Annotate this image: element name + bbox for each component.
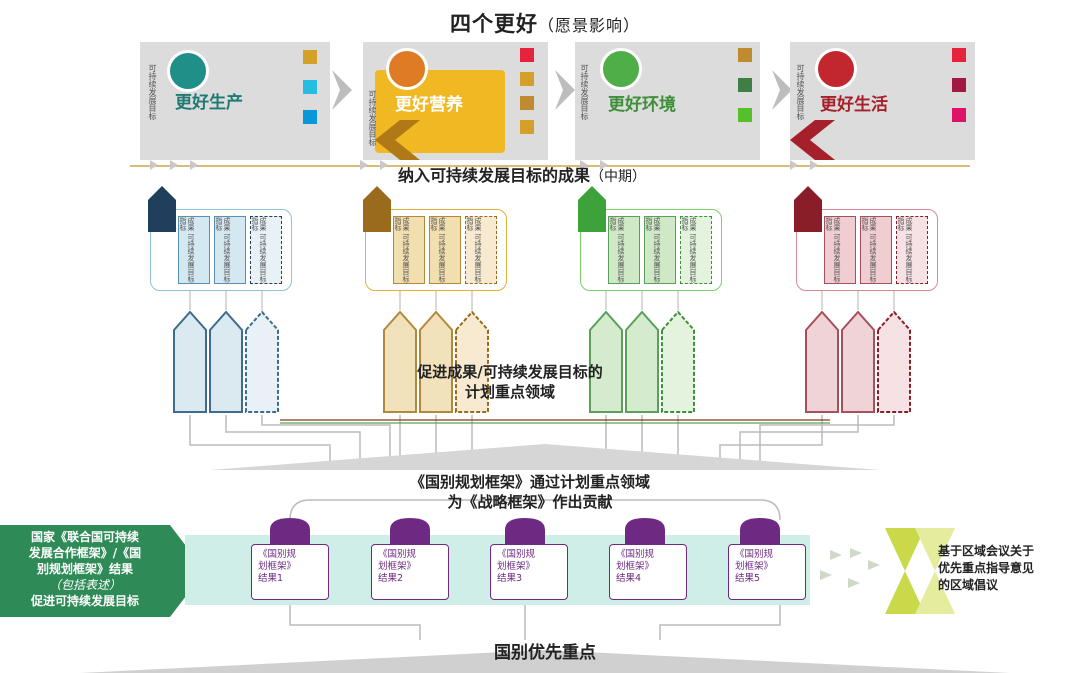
sdg-14-icon [303, 110, 317, 124]
sdg-13-icon [738, 78, 752, 92]
cpf-outcome-card-1: 《国别规 划框架》 结果1 [251, 544, 329, 600]
sdg-2-icon [303, 50, 317, 64]
cpf-outcome-line1: 《国别规 [497, 549, 536, 560]
outcome-tile-dashed: 成果 可持续发展目标指标 [680, 216, 712, 284]
unsdcf-line2: 发展合作框架》/《国 [28, 546, 142, 560]
sdg-2b-icon [520, 120, 534, 134]
outcome-tile-text: 成果 可持续发展目标指标 [897, 217, 913, 283]
outcome-tile: 成果 可持续发展目标指标 [429, 216, 461, 284]
regional-line3: 的区域倡议 [938, 578, 999, 592]
outcome-tile: 成果 可持续发展目标指标 [393, 216, 425, 284]
cpf-outcome-card-4: 《国别规 划框架》 结果4 [609, 544, 687, 600]
cpf-outcome-card-5: 《国别规 划框架》 结果5 [728, 544, 806, 600]
outcome-tile: 成果 可持续发展目标指标 [178, 216, 210, 284]
cpf-outcome-line2: 划框架》 [735, 561, 774, 572]
environment-sdg-circle-icon [600, 48, 642, 90]
cpf-line2: 为《战略框架》作出贡献 [447, 493, 613, 511]
pillar-name-production: 更好生产 [175, 93, 243, 113]
unsdcf-line1: 国家《联合国可持续 [30, 530, 139, 544]
outcome-tile-dashed: 成果 可持续发展目标指标 [465, 216, 497, 284]
outcome-tile: 成果 可持续发展目标指标 [608, 216, 640, 284]
outcomes-title-sub: （中期） [590, 169, 647, 185]
production-sdg-circle-icon [167, 50, 209, 92]
cpf-line1: 《国别规划框架》通过计划重点领域 [409, 473, 650, 491]
unsdcf-results-box: 国家《联合国可持续 发展合作框架》/《国 别规划框架》结果 （包括表述） 促进可… [0, 525, 170, 617]
unsdcf-line3: 别规划框架》结果 [36, 562, 133, 576]
outcome-tile-text: 成果 可持续发展目标指标 [430, 217, 446, 283]
priority-areas-label: 促进成果/可持续发展目标的 计划重点领域 [370, 362, 650, 402]
sdg-10-icon [952, 108, 966, 122]
outcome-tile-text: 成果 可持续发展目标指标 [861, 217, 877, 283]
title-subtitle: （愿景影响） [537, 16, 640, 35]
pillar-vlabel: 可持续发展目标 [580, 64, 589, 120]
sdg-2-icon [520, 72, 534, 86]
cpf-outcome-line3: 结果2 [378, 573, 404, 584]
pillar-vlabel: 可持续发展目标 [368, 90, 377, 146]
priority-areas-line2: 计划重点领域 [464, 383, 555, 401]
cpf-outcome-line3: 结果1 [258, 573, 284, 584]
outcome-tile-text: 成果 可持续发展目标指标 [179, 217, 195, 283]
outcome-tile: 成果 可持续发展目标指标 [644, 216, 676, 284]
outcomes-title-main: 纳入可持续发展目标的成果 [398, 166, 591, 185]
title-main-text: 四个更好 [449, 12, 538, 36]
sdg-8-icon [952, 78, 966, 92]
outcome-tile-text: 成果 可持续发展目标指标 [251, 217, 267, 283]
sdg-12-icon [520, 96, 534, 110]
cpf-outcome-line2: 划框架》 [258, 561, 297, 572]
pillar-vlabel: 可持续发展目标 [796, 64, 805, 120]
diagram-title: 四个更好（愿景影响） [0, 8, 1090, 38]
outcome-tile: 成果 可持续发展目标指标 [214, 216, 246, 284]
pillar-name-life: 更好生活 [820, 95, 888, 115]
outcome-tile-dashed: 成果 可持续发展目标指标 [896, 216, 928, 284]
country-priorities-title: 国别优先重点 [494, 643, 596, 663]
cpf-outcome-card-3: 《国别规 划框架》 结果3 [490, 544, 568, 600]
unsdcf-line4: （包括表述） [48, 578, 121, 592]
sdg-1-icon [952, 48, 966, 62]
pillar-vlabel: 可持续发展目标 [148, 64, 157, 120]
cpf-contribution-label: 《国别规划框架》通过计划重点领域 为《战略框架》作出贡献 [330, 472, 730, 512]
cpf-outcome-line2: 划框架》 [378, 561, 417, 572]
outcome-tile-text: 成果 可持续发展目标指标 [394, 217, 410, 283]
outcome-tile-text: 成果 可持续发展目标指标 [681, 217, 697, 283]
cpf-outcome-card-2: 《国别规 划框架》 结果2 [371, 544, 449, 600]
priority-areas-line1: 促进成果/可持续发展目标的 [417, 363, 603, 381]
regional-line1: 基于区域会议关于 [938, 544, 1035, 558]
cpf-outcome-line2: 划框架》 [497, 561, 536, 572]
pillar-name-environment: 更好环境 [608, 95, 676, 115]
nutrition-sdg-circle-icon [386, 48, 428, 90]
outcome-tile: 成果 可持续发展目标指标 [860, 216, 892, 284]
cpf-outcome-line3: 结果5 [735, 573, 761, 584]
life-sdg-circle-icon [815, 48, 857, 90]
cpf-outcome-line3: 结果4 [616, 573, 642, 584]
unsdcf-line5: 促进可持续发展目标 [30, 594, 139, 608]
sdg-1-icon [520, 48, 534, 62]
sdg-12-icon [738, 48, 752, 62]
cpf-outcome-line1: 《国别规 [378, 549, 417, 560]
sdg-15-icon [738, 108, 752, 122]
cpf-outcome-line2: 划框架》 [616, 561, 655, 572]
outcome-tile-text: 成果 可持续发展目标指标 [466, 217, 482, 283]
pillar-name-nutrition: 更好营养 [395, 95, 463, 115]
outcome-tile-text: 成果 可持续发展目标指标 [825, 217, 841, 283]
outcome-tile: 成果 可持续发展目标指标 [824, 216, 856, 284]
cpf-outcome-line1: 《国别规 [735, 549, 774, 560]
sdg-6-icon [303, 80, 317, 94]
regional-line2: 优先重点指导意见 [938, 561, 1035, 575]
outcome-tile-dashed: 成果 可持续发展目标指标 [250, 216, 282, 284]
outcome-tile-text: 成果 可持续发展目标指标 [215, 217, 231, 283]
outcomes-title: 纳入可持续发展目标的成果（中期） [398, 162, 646, 186]
outcome-tile-text: 成果 可持续发展目标指标 [645, 217, 661, 283]
cpf-outcome-line1: 《国别规 [616, 549, 655, 560]
cpf-outcome-line3: 结果3 [497, 573, 523, 584]
regional-initiatives-label: 基于区域会议关于 优先重点指导意见 的区域倡议 [938, 543, 1090, 594]
outcome-tile-text: 成果 可持续发展目标指标 [609, 217, 625, 283]
cpf-outcome-line1: 《国别规 [258, 549, 297, 560]
